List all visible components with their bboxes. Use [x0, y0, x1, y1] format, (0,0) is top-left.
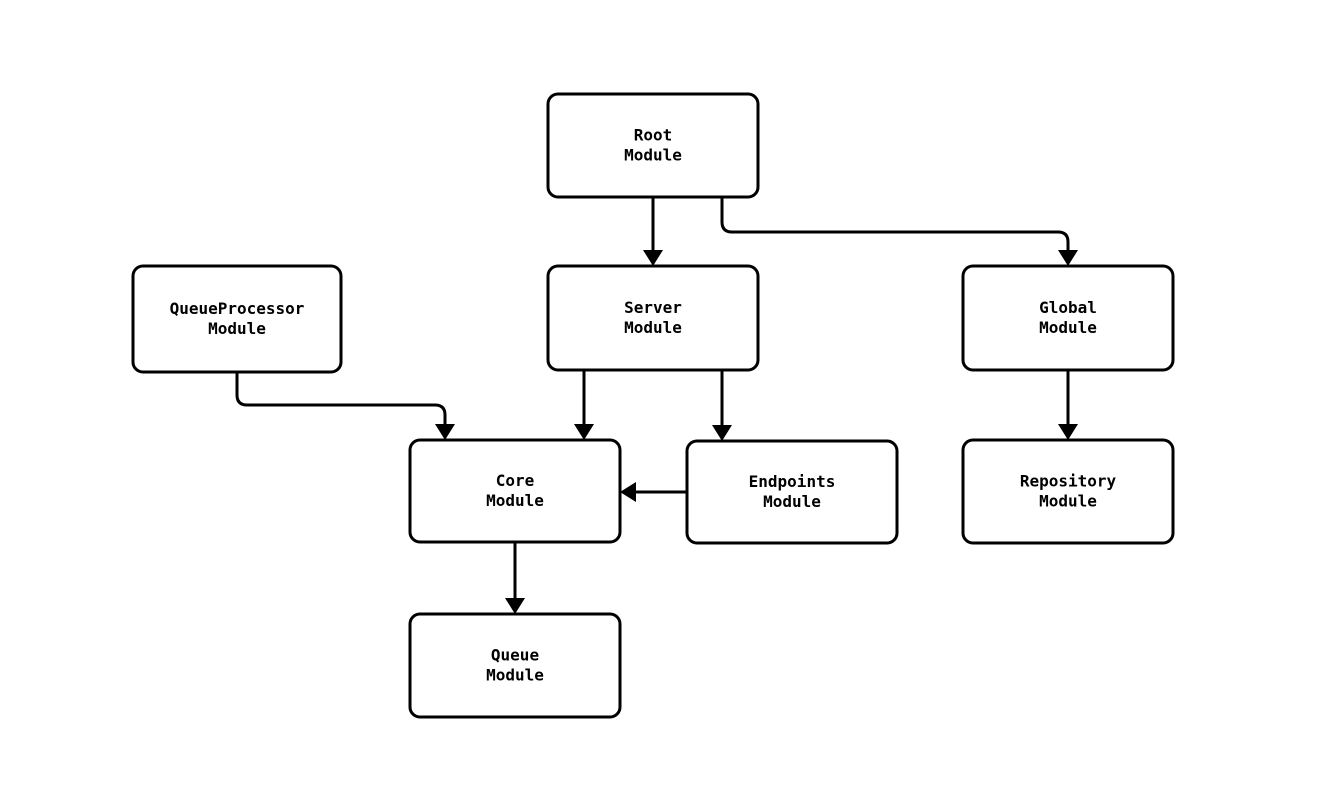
queueprocessor-module-label-line1: QueueProcessor [170, 299, 305, 318]
edge-endpoints-to-core-arrowhead-icon [620, 482, 636, 502]
edge-root-to-global-arrowhead-icon [1058, 250, 1078, 266]
edge-global-to-repository [1058, 370, 1078, 440]
edge-root-to-global-line [720, 197, 1070, 251]
edge-server-to-core-arrowhead-icon [574, 424, 594, 440]
repository-module-box[interactable] [961, 438, 1175, 545]
repository-module-label-line2: Module [1039, 491, 1097, 510]
endpoints-module-label-line1: Endpoints [749, 472, 836, 491]
queueprocessor-module-box[interactable] [131, 264, 343, 374]
edge-server-to-endpoints [712, 370, 732, 441]
queue-module-box[interactable] [408, 612, 622, 719]
edge-queueprocessor-to-core-line [235, 372, 447, 425]
queue-module-label-line1: Queue [491, 645, 539, 664]
server-module-box[interactable] [546, 264, 760, 372]
edges-layer [235, 197, 1078, 614]
edge-core-to-queue [505, 542, 525, 614]
queueprocessor-module-label-line2: Module [208, 318, 266, 337]
global-module-box[interactable] [961, 264, 1175, 372]
root-module-label-line1: Root [634, 125, 673, 144]
root-module-label-line2: Module [624, 145, 682, 164]
edge-endpoints-to-core [620, 482, 687, 502]
root-module-box[interactable] [546, 92, 760, 199]
endpoints-module-box[interactable] [685, 439, 899, 545]
edge-root-to-server [643, 197, 663, 266]
global-module-label-line2: Module [1039, 317, 1097, 336]
repository-module-label-line1: Repository [1020, 471, 1117, 490]
core-module-label-line2: Module [486, 490, 544, 509]
edge-core-to-queue-arrowhead-icon [505, 598, 525, 614]
core-module-box[interactable] [408, 438, 622, 544]
server-module-label-line2: Module [624, 317, 682, 336]
edge-queueprocessor-to-core-arrowhead-icon [435, 424, 455, 440]
edge-root-to-server-arrowhead-icon [643, 250, 663, 266]
edge-global-to-repository-arrowhead-icon [1058, 424, 1078, 440]
edge-queueprocessor-to-core [235, 372, 455, 440]
core-module-label-line1: Core [496, 471, 535, 490]
global-module-label-line1: Global [1039, 298, 1097, 317]
endpoints-module-label-line2: Module [763, 491, 821, 510]
queue-module-label-line2: Module [486, 665, 544, 684]
edge-root-to-global [720, 197, 1078, 266]
edge-server-to-endpoints-arrowhead-icon [712, 425, 732, 441]
edge-server-to-core [574, 370, 594, 440]
server-module-label-line1: Server [624, 298, 682, 317]
